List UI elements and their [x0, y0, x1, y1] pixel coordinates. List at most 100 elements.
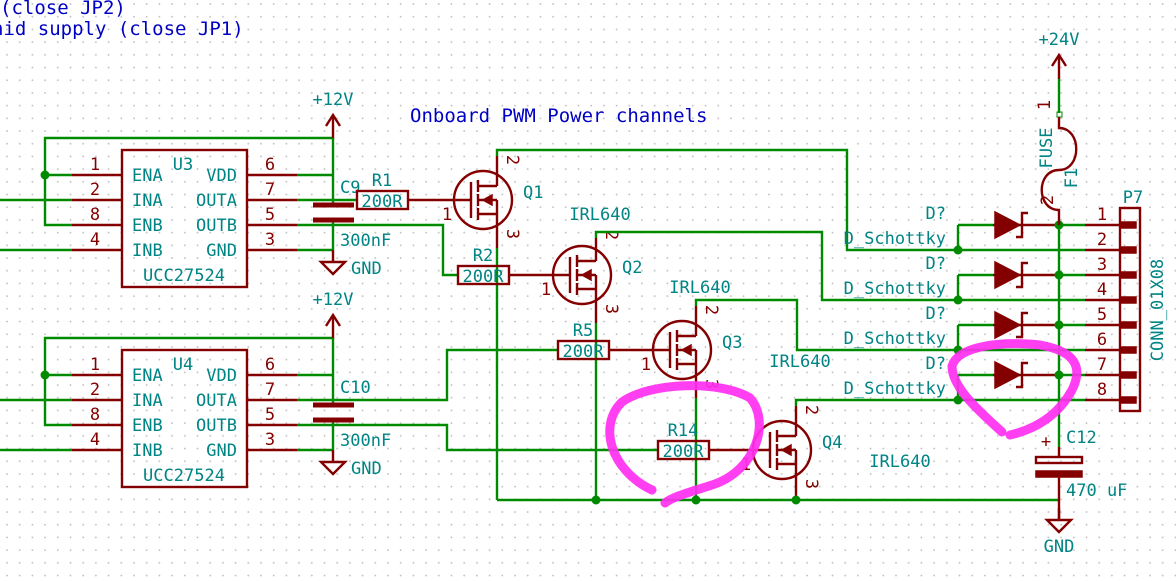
mosfet-value: IRL640 — [669, 278, 730, 298]
diode-reference: D? — [926, 204, 946, 224]
diode-triangle-icon — [994, 210, 1022, 240]
schottky-diode-1: D?D_Schottky — [844, 204, 1085, 255]
pin-name: ENA — [132, 166, 163, 186]
supply-label: +24V — [1039, 30, 1080, 50]
highlight-circle-r14 — [605, 381, 764, 508]
section-title: Onboard PWM Power channels — [410, 105, 707, 127]
pin-number: 3 — [801, 479, 821, 489]
mosfet-reference: Q1 — [523, 183, 543, 203]
mosfet-body — [452, 169, 514, 231]
pin-number: 1 — [641, 355, 651, 375]
pin-number: 6 — [1097, 330, 1107, 350]
diode-reference: D? — [926, 304, 946, 324]
ic-value: UCC27524 — [143, 466, 225, 486]
wire-segment — [694, 298, 958, 352]
diode-triangle-icon — [994, 260, 1022, 290]
pin-number: 2 — [701, 305, 721, 315]
capacitor-value: 300nF — [340, 431, 391, 451]
pin-number: 4 — [90, 430, 100, 450]
resistor-reference: R2 — [473, 246, 493, 266]
connector-pin-pad — [1119, 221, 1137, 229]
schottky-bar — [1016, 211, 1028, 239]
wire-segment — [794, 398, 958, 406]
pin-number: 4 — [1097, 280, 1107, 300]
schottky-diode-3: D? D_Schottky — [844, 304, 1085, 355]
capacitor-plate-positive — [1034, 455, 1084, 465]
junction-dot — [953, 395, 963, 405]
pin-number: 2 — [601, 230, 621, 240]
diode-value: D_Schottky — [844, 329, 946, 349]
capacitor-reference: C12 — [1066, 428, 1097, 448]
junction-dot — [953, 245, 963, 255]
pin-number: 5 — [265, 405, 275, 425]
resistor-reference: R1 — [372, 171, 392, 191]
pin-number: 7 — [265, 380, 275, 400]
junction-dot — [591, 495, 601, 505]
note-line-1: (close JP2) — [0, 0, 126, 19]
mosfet-value: IRL640 — [869, 452, 930, 472]
ground-label: GND — [351, 459, 382, 479]
resistor-value: 200R — [463, 267, 505, 287]
ground-symbol-icon — [318, 460, 348, 476]
wire-segment — [297, 223, 458, 277]
schottky-diode-2: D?D_Schottky — [844, 254, 1085, 305]
supply-label: +12V — [313, 290, 354, 310]
resistor-value: 200R — [563, 342, 605, 362]
pin-number: 1 — [442, 205, 452, 225]
schottky-bar — [1016, 311, 1028, 339]
pin-name: INA — [132, 391, 163, 411]
ground-symbol-icon — [318, 260, 348, 276]
junction-dot — [40, 370, 50, 380]
highlight-circle-diode — [947, 339, 1082, 440]
resistor-value: 200R — [663, 442, 705, 462]
pin-name: VDD — [206, 366, 237, 386]
wire-segment — [495, 148, 958, 252]
capacitor-value: 470 uF — [1066, 481, 1127, 501]
schottky-bar — [1016, 361, 1028, 389]
pin-name: INA — [132, 191, 163, 211]
drain-net-2 — [594, 230, 958, 500]
pin-number: 8 — [90, 205, 100, 225]
pin-number: 8 — [1097, 380, 1107, 400]
pin-name: ENB — [132, 416, 163, 436]
driver-output-wires — [297, 198, 658, 452]
diode-reference: D? — [926, 354, 946, 374]
pin-number: 7 — [1097, 355, 1107, 375]
pin-number: 1 — [90, 155, 100, 175]
pin-name: GND — [206, 441, 237, 461]
gate-driver-u4: U4UCC275241ENA6VDD2INA7OUTA8ENB5OUTB4INB… — [0, 290, 382, 489]
pin-number: 2 — [1097, 230, 1107, 250]
schottky-bar — [1016, 261, 1028, 289]
pin-number: 3 — [502, 229, 522, 239]
junction-dot — [691, 495, 701, 505]
diode-triangle-icon — [994, 360, 1022, 390]
body-diode-arrow-icon — [680, 343, 692, 357]
wire-segment — [594, 230, 958, 302]
pin-number: 1 — [541, 280, 551, 300]
gate-driver-u3: U3UCC275241ENA6VDD2INA7OUTA8ENB5OUTB4INB… — [0, 90, 382, 289]
pin-number: 2 — [1038, 195, 1058, 205]
pin-name: OUTA — [196, 391, 237, 411]
pin-number: 2 — [801, 405, 821, 415]
pin-number: 6 — [265, 355, 275, 375]
pin-name: INB — [132, 241, 163, 261]
junction-dot — [40, 170, 50, 180]
fuse-reference: F1 — [1062, 168, 1082, 188]
resistor-value: 200R — [362, 192, 404, 212]
pin-name: ENA — [132, 366, 163, 386]
mosfet-value: IRL640 — [569, 205, 630, 225]
ic-body — [120, 148, 249, 289]
wire-segment — [297, 423, 658, 452]
ground-label: GND — [1044, 537, 1075, 557]
junction-dot — [791, 495, 801, 505]
pin-name: INB — [132, 441, 163, 461]
connector-pin-pad — [1119, 296, 1137, 304]
mosfet-body — [651, 319, 713, 381]
